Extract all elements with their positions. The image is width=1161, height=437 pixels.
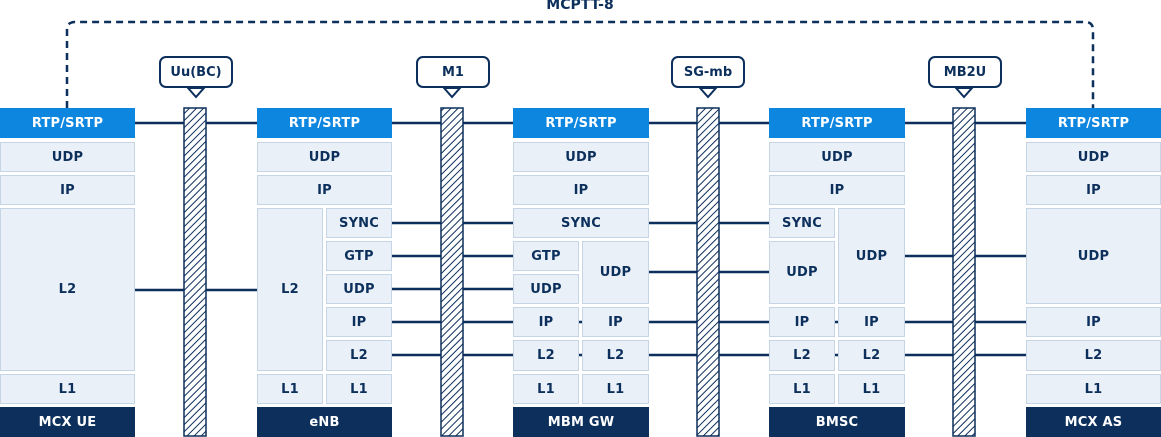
bmsc-node-label: BMSC [769, 407, 905, 437]
mbm-l1-left-layer: L1 [513, 374, 579, 404]
as-l1-layer: L1 [1026, 374, 1161, 404]
as-l2-layer: L2 [1026, 340, 1161, 371]
mbm-l2-left-layer: L2 [513, 340, 579, 371]
as-ip-layer: IP [1026, 175, 1161, 205]
mbm-udp-right-layer: UDP [582, 241, 649, 304]
enb-l2-left-layer: L2 [257, 208, 323, 371]
ue-node-label: MCX UE [0, 407, 135, 437]
mb2u-bar [952, 107, 976, 437]
uubc-bar [183, 107, 207, 437]
ue-rtp-layer: RTP/SRTP [0, 108, 135, 138]
bmsc-udp-layer: UDP [769, 142, 905, 172]
mbm-rtp-layer: RTP/SRTP [513, 108, 649, 138]
bmsc-l2-right-layer: L2 [838, 340, 905, 371]
as-ip2-layer: IP [1026, 307, 1161, 337]
enb-l1-right-layer: L1 [326, 374, 392, 404]
interface-mb2u-label: MB2U [928, 56, 1002, 88]
reference-bars [183, 107, 976, 437]
bmsc-ip-right-layer: IP [838, 307, 905, 337]
enb-gtp-layer: GTP [326, 241, 392, 271]
diagram-title: MCPTT-8 [546, 0, 614, 13]
as-udp2-layer: UDP [1026, 208, 1161, 304]
enb-ip-layer: IP [257, 175, 392, 205]
bmsc-l1-left-layer: L1 [769, 374, 835, 404]
mbm-l1-right-layer: L1 [582, 374, 649, 404]
bmsc-ip-layer: IP [769, 175, 905, 205]
uubc-pointer [185, 87, 207, 99]
interface-uubc-label: Uu(BC) [159, 56, 233, 88]
mbm-l2-right-layer: L2 [582, 340, 649, 371]
bmsc-udp-left-layer: UDP [769, 241, 835, 304]
mcptt8-dashed-link [65, 20, 1095, 108]
bmsc-rtp-layer: RTP/SRTP [769, 108, 905, 138]
interface-pointers [185, 87, 975, 99]
mbm-ip-right-layer: IP [582, 307, 649, 337]
bmsc-l2-left-layer: L2 [769, 340, 835, 371]
bmsc-l1-right-layer: L1 [838, 374, 905, 404]
ue-ip-layer: IP [0, 175, 135, 205]
m1-pointer [441, 87, 463, 99]
mbm-udp-layer: UDP [513, 142, 649, 172]
m1-bar [440, 107, 464, 437]
mbm-udp-gtp-layer: UDP [513, 274, 579, 304]
bmsc-sync-layer: SYNC [769, 208, 835, 238]
enb-udp-layer: UDP [257, 142, 392, 172]
enb-udp2-layer: UDP [326, 274, 392, 304]
enb-sync-layer: SYNC [326, 208, 392, 238]
mb2u-pointer [953, 87, 975, 99]
ue-l2-layer: L2 [0, 208, 135, 371]
enb-l1-left-layer: L1 [257, 374, 323, 404]
sgmb-bar [696, 107, 720, 437]
enb-node-label: eNB [257, 407, 392, 437]
as-node-label: MCX AS [1026, 407, 1161, 437]
as-rtp-layer: RTP/SRTP [1026, 108, 1161, 138]
enb-l2-right-layer: L2 [326, 340, 392, 371]
enb-ip2-layer: IP [326, 307, 392, 337]
mbm-sync-layer: SYNC [513, 208, 649, 238]
as-udp-layer: UDP [1026, 142, 1161, 172]
mbm-ip-layer: IP [513, 175, 649, 205]
mbm-gtp-layer: GTP [513, 241, 579, 271]
interface-m1-label: M1 [416, 56, 490, 88]
ue-udp-layer: UDP [0, 142, 135, 172]
sgmb-pointer [697, 87, 719, 99]
mbm-node-label: MBM GW [513, 407, 649, 437]
bmsc-udp-right-layer: UDP [838, 208, 905, 304]
bmsc-ip-left-layer: IP [769, 307, 835, 337]
ue-l1-layer: L1 [0, 374, 135, 404]
mbm-ip-left-layer: IP [513, 307, 579, 337]
enb-rtp-layer: RTP/SRTP [257, 108, 392, 138]
interface-sgmb-label: SG-mb [671, 56, 745, 88]
